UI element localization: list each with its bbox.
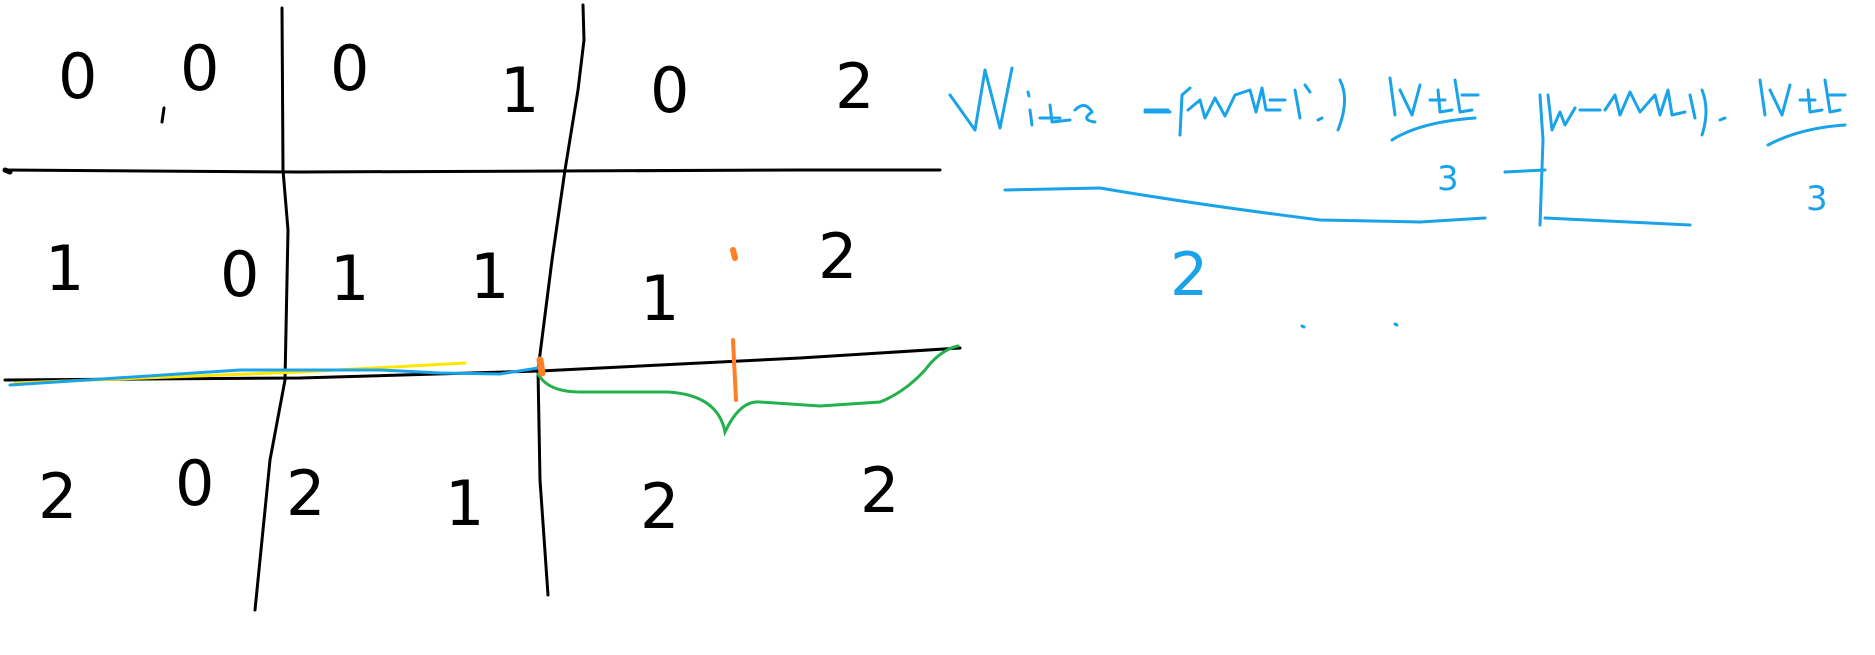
cell-r3-c5: 2: [640, 470, 679, 543]
cell-r1-c4: 1: [500, 54, 539, 127]
cell-r3-c1: 2: [38, 460, 77, 533]
blue-formula-text: 2 3 3: [1170, 159, 1828, 310]
cell-r3-c3: 2: [286, 457, 325, 530]
cell-r3-c4: 1: [445, 467, 484, 540]
blue-highlight-line: [8, 366, 540, 387]
denominator-small-left: 3: [1437, 159, 1459, 199]
cell-r3-c6: 2: [860, 454, 899, 527]
blue-formula: [948, 66, 1847, 227]
cell-r3-c2: 0: [175, 447, 214, 520]
cell-r1-c1: 0: [58, 40, 97, 113]
stray-black-tick: [2, 167, 13, 175]
cell-r2-c2: 0: [220, 238, 259, 311]
denominator-left: 2: [1170, 240, 1208, 310]
formula-scribble-left-tail: [1388, 76, 1480, 142]
cell-r1-c2: 0: [180, 32, 219, 105]
cell-r2-c4: 1: [470, 240, 509, 313]
highlight-strokes: [8, 247, 960, 437]
grid-horizontal-line-1: [3, 168, 942, 174]
orange-mark-vertical: [731, 338, 738, 402]
cell-r1-c3: 0: [330, 32, 369, 105]
green-brace: [536, 344, 960, 437]
formula-scribble-left: [948, 66, 1346, 137]
stray-blue-dot-1: [1300, 324, 1306, 329]
stray-black-dot: [160, 106, 166, 124]
cell-r2-c1: 1: [45, 232, 84, 305]
orange-dot-corner: [536, 356, 546, 377]
stray-blue-dot-2: [1393, 322, 1399, 327]
cell-r2-c6: 2: [818, 220, 857, 293]
grid-vertical-line-2: [536, 3, 586, 597]
fraction-bar-right: [1503, 168, 1692, 227]
denominator-small-right: 3: [1806, 179, 1828, 219]
formula-scribble-right: [1538, 78, 1847, 227]
fraction-bar-left: [1003, 186, 1487, 224]
cell-r2-c3: 1: [330, 242, 369, 315]
cell-r1-c6: 2: [835, 50, 874, 123]
cell-r2-c5: 1: [640, 262, 679, 335]
grid-digits: 0 0 0 1 0 2 1 0 1 1 1 2 2 0 2 1 2 2: [38, 32, 899, 543]
grid-vertical-line-1: [253, 6, 290, 612]
orange-dot-middle: [730, 247, 738, 261]
stray-marks: [2, 106, 1399, 329]
cell-r1-c5: 0: [650, 54, 689, 127]
